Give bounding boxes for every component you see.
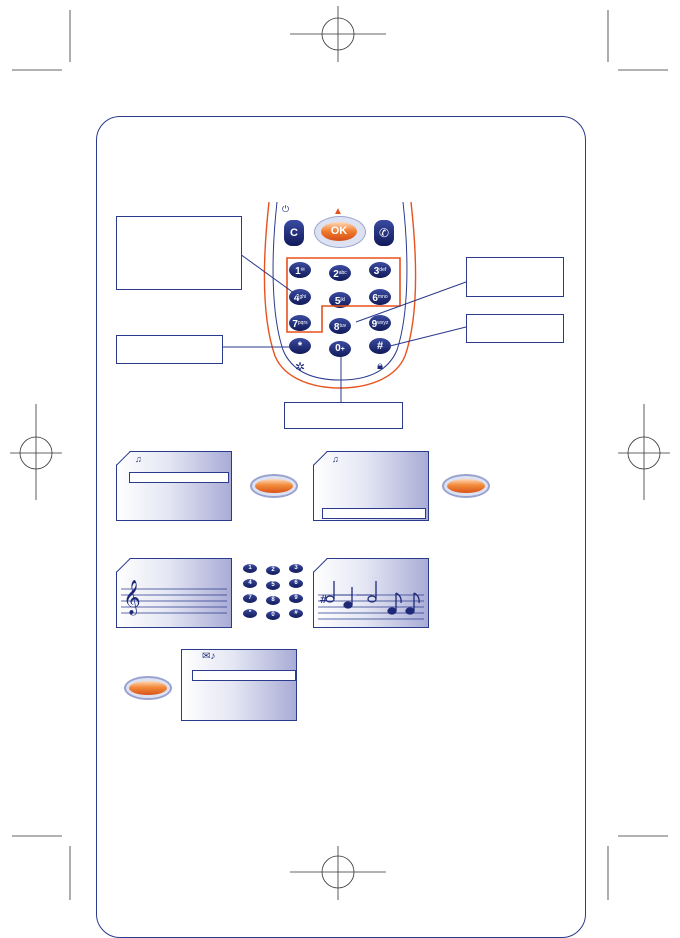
clef-icon: 𝄞 (123, 580, 141, 615)
digit-key-digit: 7 (292, 319, 298, 330)
mini-key-7: 7 (243, 594, 257, 603)
digit-key-digit: 5 (334, 296, 341, 307)
digit-key-1[interactable]: 1✉ (289, 262, 311, 278)
digit-key-letters: def (379, 267, 387, 273)
ok-button-illustration (124, 676, 172, 700)
digit-key-3[interactable]: 3def (369, 262, 391, 278)
connector-lines (222, 253, 467, 402)
mini-key-8: 8 (266, 596, 280, 605)
callout-box-hash (466, 314, 564, 343)
digit-key-letters: ghi (299, 294, 307, 300)
digit-key-letters: pqrs (297, 320, 308, 326)
zero-key[interactable]: 0+ (329, 341, 351, 357)
screen-melody-edit: ♫ (313, 451, 429, 521)
mini-key-0: 0 (266, 611, 280, 620)
digit-key-digit: 4 (293, 293, 300, 304)
settings-icon: ✲ (294, 360, 306, 374)
melody-icon: ♫ (135, 454, 142, 464)
digit-key-8[interactable]: 8tuv (329, 318, 351, 334)
call-icon: ✆ (378, 226, 390, 240)
mini-key-4: 4 (243, 579, 257, 588)
mini-key-2: 2 (266, 566, 280, 575)
ok-button-illustration (250, 474, 298, 498)
ok-key[interactable]: OK (321, 222, 357, 241)
mini-key-#: # (289, 609, 303, 618)
hash-key[interactable]: # (369, 338, 391, 354)
digit-key-digit: 6 (372, 293, 378, 304)
zero-key-digit: 0 (335, 343, 341, 354)
digit-key-2[interactable]: 2abc (329, 265, 351, 281)
star-key[interactable]: * (289, 338, 311, 354)
digit-key-digit: 3 (373, 266, 380, 277)
mini-key-*: * (243, 609, 257, 618)
digit-key-9[interactable]: 9wxyz (369, 315, 391, 331)
power-icon: ⏻ (282, 204, 290, 214)
call-key[interactable]: ✆ (374, 220, 394, 246)
digit-key-letters: jkl (340, 297, 346, 303)
phone-keypad (263, 201, 417, 389)
ok-button-illustration (442, 474, 490, 498)
melody-icon: ♫ (332, 454, 339, 464)
digit-key-digit: 8 (333, 322, 340, 333)
callout-box-zero (284, 402, 403, 429)
digit-key-digit: 9 (371, 319, 378, 330)
digit-key-digit: 1 (295, 266, 301, 277)
clear-key[interactable]: C (284, 220, 304, 246)
mini-key-1: 1 (243, 564, 257, 573)
screen-staff-notes: # (313, 558, 429, 628)
nav-up-icon: ▲ (333, 206, 343, 217)
digit-key-letters: abc (338, 270, 347, 276)
screen-staff-empty: 𝄞 (116, 558, 232, 628)
bottom-field (322, 508, 426, 519)
digit-key-letters: ✉ (300, 267, 305, 273)
callout-box-digits (466, 257, 564, 297)
crop-marks (10, 6, 670, 900)
screen-melody-saved: ✉♪ (181, 649, 297, 721)
digit-key-5[interactable]: 5jkl (329, 292, 351, 308)
digit-key-6[interactable]: 6mno (369, 289, 391, 305)
callout-box-star (116, 335, 223, 364)
mini-key-5: 5 (266, 581, 280, 590)
mini-key-3: 3 (289, 564, 303, 573)
svg-text:#: # (319, 593, 328, 606)
mini-key-6: 6 (289, 579, 303, 588)
zero-key-sub: + (340, 346, 345, 353)
selected-item-bar (192, 670, 296, 681)
selected-item-bar (129, 472, 229, 483)
notes-icon: # (318, 581, 424, 620)
digit-key-letters: mno (377, 294, 388, 300)
lock-icon: 🔒︎ (377, 360, 383, 372)
digit-key-7[interactable]: 7pqrs (289, 315, 311, 331)
digit-key-letters: tuv (339, 323, 347, 329)
mini-key-9: 9 (289, 594, 303, 603)
digit-key-digit: 2 (333, 269, 339, 280)
callout-box-keypad (116, 216, 242, 290)
digit-key-letters: wxyz (377, 320, 389, 326)
screen-melody-list: ♫ (116, 451, 232, 521)
envelope-music-icon: ✉♪ (202, 651, 216, 662)
